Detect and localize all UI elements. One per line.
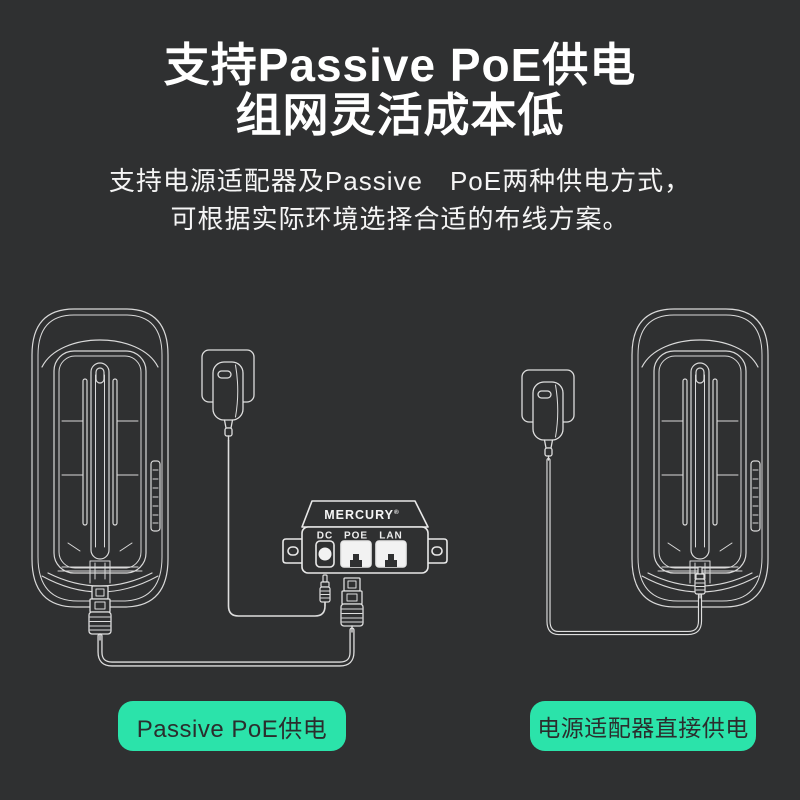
port-label-lan: LAN (379, 531, 403, 542)
subtitle-line-2: 可根据实际环境选择合适的布线方案。 (170, 204, 630, 234)
dc-plug-injector (319, 574, 331, 607)
injector-top (301, 500, 429, 528)
ethernet-cable (97, 627, 355, 667)
cpe-device-right (631, 308, 769, 608)
page-title-line-2: 组网灵活成本低 (235, 89, 565, 141)
injector-ear-right (427, 538, 448, 564)
subtitle-line-1: 支持电源适配器及Passive PoE两种供电方式， (108, 166, 692, 196)
rj45-plug-device-left (88, 585, 112, 641)
rj45-plug-injector (340, 577, 364, 633)
subtitle: 支持电源适配器及Passive PoE两种供电方式， 可根据实际环境选择合适的布… (0, 162, 800, 238)
header: 支持Passive PoE供电 组网灵活成本低 支持电源适配器及Passive … (0, 40, 800, 238)
dc-power-cable-left (227, 440, 326, 617)
port-label-poe: POE (344, 531, 368, 542)
dc-jack (315, 540, 335, 568)
connection-diagram: MERCURY® DC POE LAN (31, 308, 769, 667)
page-title-line-1: 支持Passive PoE供电 (163, 39, 637, 91)
injector-ear-left (282, 538, 303, 564)
dc-plug-device-right (694, 566, 706, 599)
dc-power-cable-right (546, 457, 703, 636)
port-label-dc: DC (317, 531, 333, 542)
poe-injector: MERCURY® DC POE LAN (282, 500, 448, 574)
power-adapter-left (201, 349, 255, 441)
poe-port (340, 540, 372, 568)
lan-port (375, 540, 407, 568)
injector-brand: MERCURY® (324, 508, 400, 522)
caption-power-adapter: 电源适配器直接供电 (530, 701, 756, 751)
cpe-device-left (31, 308, 169, 608)
power-adapter-right (521, 369, 575, 461)
caption-passive-poe: Passive PoE供电 (118, 701, 346, 751)
